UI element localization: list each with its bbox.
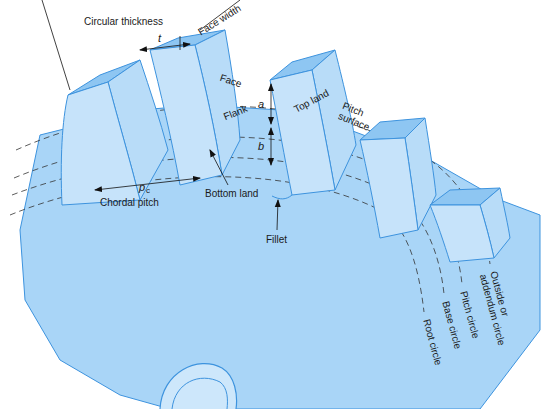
- part-label: Flank: [222, 103, 249, 122]
- gear-hub-inner: [172, 378, 227, 409]
- dimension-lines: [42, 0, 278, 230]
- circle-label: Base circle: [440, 300, 463, 350]
- dimension-symbol: b: [258, 140, 264, 152]
- dimension-subscript: c: [146, 187, 150, 196]
- part-label: Pitch surface: [337, 100, 386, 137]
- gear-teeth: [61, 30, 510, 262]
- part-label: Fillet: [266, 234, 287, 245]
- dimension-symbol: a: [258, 98, 264, 110]
- circle-label: Root circle: [421, 318, 444, 366]
- dimension-label: Chordal pitch: [100, 197, 159, 208]
- dimension-label: Circular thickness: [84, 16, 163, 27]
- gear-hub: [160, 364, 237, 409]
- dimension-symbol: p: [139, 181, 145, 193]
- part-label: Face: [219, 72, 244, 89]
- circle-label: Outside or addendum circle: [478, 270, 520, 353]
- part-label: Bottom land: [205, 188, 258, 199]
- circle-label: Pitch circle: [458, 290, 481, 340]
- dimension-label: Face width: [196, 2, 243, 37]
- part-label: Top land: [292, 87, 331, 114]
- dimension-symbol: t: [158, 32, 161, 44]
